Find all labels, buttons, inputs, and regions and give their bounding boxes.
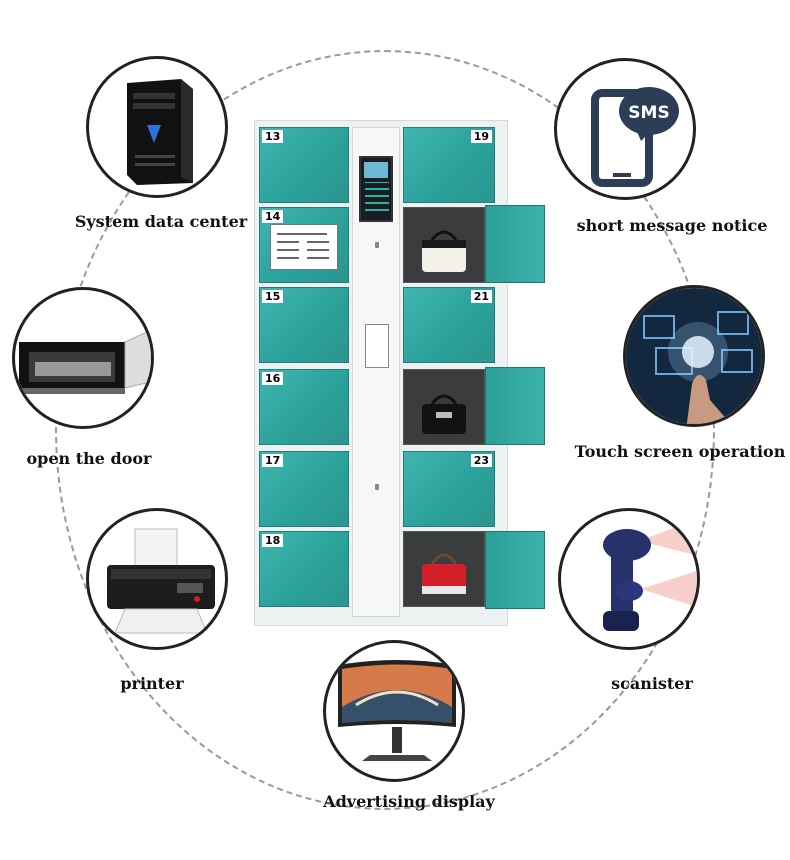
locker-number-14: 14 (262, 210, 284, 223)
instruction-line (307, 249, 329, 251)
locker-number-21: 21 (470, 290, 492, 303)
printer-circle (86, 508, 228, 650)
locker-door-15[interactable]: 15 (259, 287, 349, 363)
locker-door-16[interactable]: 16 (259, 369, 349, 445)
handbag-white-icon (422, 230, 466, 272)
printer-icon (107, 528, 215, 634)
short-message-circle: SMS (554, 58, 696, 200)
locker-door-23[interactable]: 23 (403, 451, 495, 527)
handbag-red-icon (422, 553, 466, 594)
locker-number-13: 13 (262, 130, 284, 143)
locker-door-13[interactable]: 13 (259, 127, 349, 203)
locker-number-18: 18 (262, 534, 284, 547)
open-locker-22[interactable] (403, 369, 485, 445)
system-data-center-circle (86, 56, 228, 198)
instruction-line (307, 257, 329, 259)
instruction-line (277, 249, 299, 251)
instruction-line (277, 257, 299, 259)
barcode-scanner-icon (603, 519, 697, 631)
system-data-center-label: System data center (74, 212, 248, 231)
instruction-line (307, 241, 329, 243)
locker-door-18[interactable]: 18 (259, 531, 349, 607)
open-door-24[interactable] (485, 531, 545, 609)
open-door-22[interactable] (485, 367, 545, 445)
open-locker-20[interactable] (403, 207, 485, 283)
locker-number-16: 16 (262, 372, 284, 385)
keypad[interactable] (365, 182, 389, 216)
info-sticker (365, 324, 389, 368)
touch-screen-icon (626, 288, 762, 424)
touch-screen-keypad[interactable] (359, 156, 393, 222)
locker-door-17[interactable]: 17 (259, 451, 349, 527)
printer-drawer-icon (19, 329, 151, 394)
touch-screen-circle (623, 285, 765, 427)
instruction-line (277, 233, 327, 235)
locker-door-21[interactable]: 21 (403, 287, 495, 363)
scanister-circle (558, 508, 700, 650)
advertising-display-label: Advertising display (323, 792, 495, 811)
open-door-20[interactable] (485, 205, 545, 283)
scanister-label: scanister (611, 674, 693, 693)
desktop-tower-icon (127, 79, 193, 185)
instruction-line (277, 241, 299, 243)
service-lock-icon (375, 484, 379, 490)
handbag-black-icon (422, 394, 466, 434)
locker-number-23: 23 (470, 454, 492, 467)
printer-label: printer (120, 674, 184, 693)
advertising-display-circle (323, 640, 465, 782)
connection-ring (55, 50, 715, 810)
open-locker-24[interactable] (403, 531, 485, 607)
open-door-circle (12, 287, 154, 429)
locker-number-19: 19 (470, 130, 492, 143)
smart-locker-cabinet: 13 14 15 16 17 18 19 21 (254, 120, 545, 626)
screen-display (364, 162, 388, 178)
instruction-card (270, 224, 338, 270)
locker-number-17: 17 (262, 454, 284, 467)
monitor-icon (338, 660, 456, 761)
locker-number-15: 15 (262, 290, 284, 303)
touch-screen-operation-label: Touch screen operation (574, 442, 786, 461)
open-the-door-label: open the door (26, 449, 152, 468)
sms-text: SMS (628, 103, 669, 123)
locker-door-19[interactable]: 19 (403, 127, 495, 203)
short-message-notice-label: short message notice (576, 216, 768, 235)
sms-phone-icon: SMS (591, 87, 679, 187)
control-panel-column (352, 127, 400, 617)
lock-icon (375, 242, 379, 248)
